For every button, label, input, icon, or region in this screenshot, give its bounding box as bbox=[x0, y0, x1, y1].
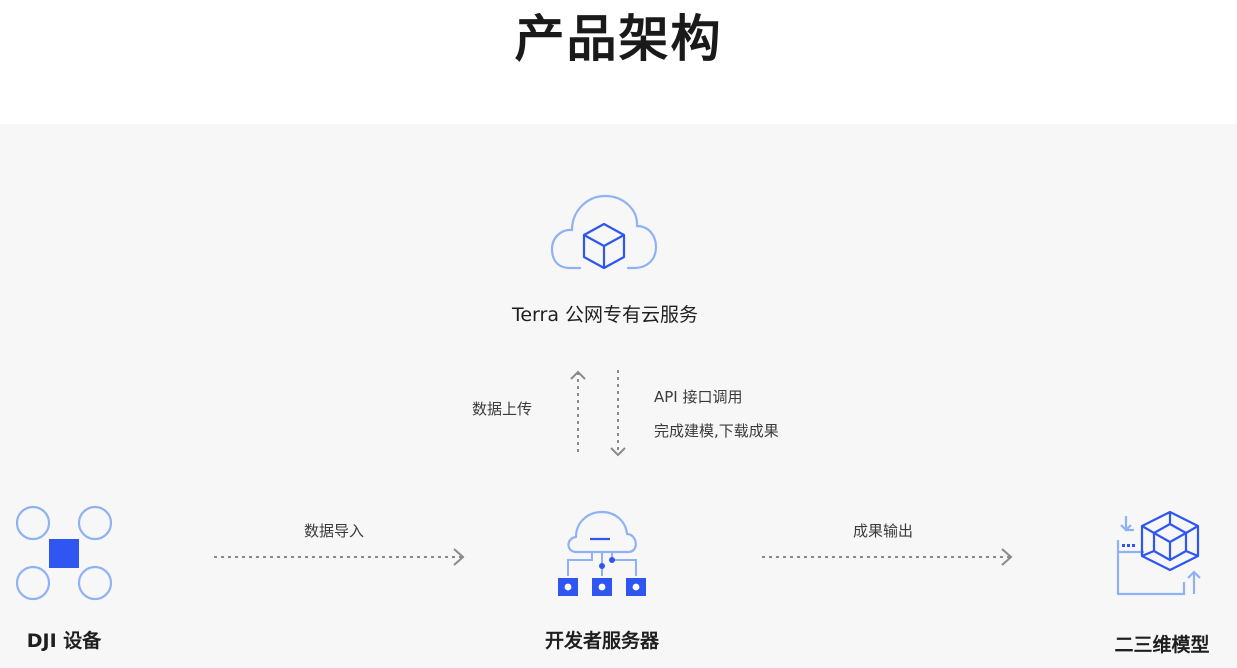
developer-server-label: 开发者服务器 bbox=[544, 630, 659, 652]
api-result-label: 完成建模,下载成果 bbox=[654, 422, 779, 440]
cloud-cube-icon bbox=[550, 194, 658, 270]
dji-device-label: DJI 设备 bbox=[26, 630, 102, 652]
import-arrow bbox=[214, 548, 465, 566]
drone-icon bbox=[15, 505, 113, 601]
output-arrow bbox=[762, 548, 1013, 566]
architecture-diagram: Terra 公网专有云服务 数据上传 API 接口调用 完成建模,下载成果 DJ… bbox=[0, 124, 1237, 668]
output-label: 成果输出 bbox=[853, 522, 914, 540]
3d-model-label: 二三维模型 bbox=[1114, 634, 1210, 656]
api-call-label: API 接口调用 bbox=[654, 388, 743, 406]
upload-label: 数据上传 bbox=[472, 400, 533, 418]
3d-model-icon bbox=[1116, 510, 1201, 596]
download-arrow bbox=[610, 370, 626, 457]
cloud-service-label: Terra 公网专有云服务 bbox=[511, 304, 699, 326]
upload-arrow bbox=[570, 370, 586, 456]
page-title: 产品架构 bbox=[514, 10, 723, 68]
server-cloud-icon bbox=[558, 510, 646, 596]
import-label: 数据导入 bbox=[304, 522, 365, 540]
